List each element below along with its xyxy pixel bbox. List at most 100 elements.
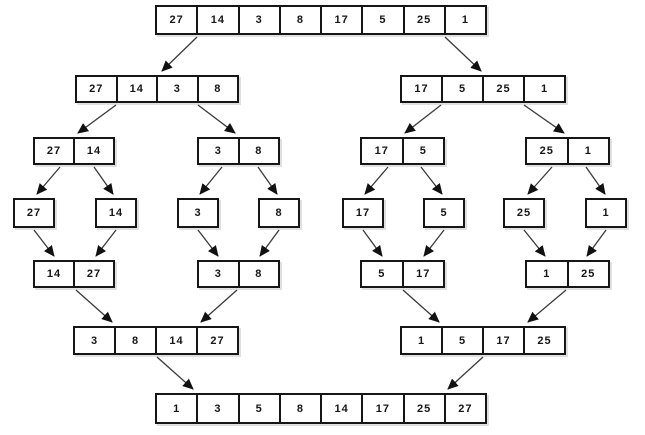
array-cell: 1 — [602, 207, 610, 219]
array-cell: 27 — [46, 145, 62, 157]
merge-arrow — [523, 229, 546, 257]
array-cell: 3 — [156, 77, 197, 101]
array-cell: 27 — [26, 207, 42, 219]
array-cell: 27 — [73, 262, 113, 286]
array-cell: 14 — [155, 328, 196, 353]
merge-arrow — [447, 356, 484, 390]
array-cell: 1 — [543, 268, 551, 280]
array-cell: 25 — [402, 7, 444, 33]
merge-arrow — [362, 229, 383, 257]
array-merged-pair-3: 5 17 — [360, 260, 445, 288]
split-arrow — [36, 166, 61, 195]
array-cell: 8 — [237, 139, 279, 163]
array-sorted: 1 3 5 8 14 17 25 27 — [155, 393, 487, 424]
merge-arrow — [200, 289, 238, 323]
array-merged-pair-2: 3 8 — [197, 260, 280, 288]
split-arrow — [257, 166, 278, 195]
merge-arrow — [33, 229, 55, 257]
array-cell: 25 — [516, 207, 532, 219]
array-single-1: 27 — [13, 198, 55, 228]
array-split-pair-2: 3 8 — [197, 137, 280, 165]
merge-arrow — [156, 356, 194, 390]
array-cell: 14 — [108, 207, 124, 219]
array-split-pair-4: 25 1 — [525, 137, 610, 165]
split-arrow — [527, 166, 553, 195]
array-cell: 27 — [89, 83, 104, 95]
merge-arrow — [423, 229, 445, 257]
array-split-right-half: 17 5 25 1 — [400, 75, 566, 103]
array-split-pair-3: 17 5 — [360, 137, 445, 165]
array-cell: 8 — [275, 207, 283, 219]
merge-arrow — [197, 229, 219, 257]
array-single-8: 1 — [585, 198, 627, 228]
array-cell: 1 — [566, 139, 609, 163]
array-single-3: 3 — [177, 198, 219, 228]
array-cell: 5 — [361, 7, 402, 33]
split-arrow — [77, 104, 117, 134]
merge-arrow — [586, 229, 607, 257]
array-cell: 1 — [417, 334, 426, 347]
array-merged-left-half: 3 8 14 27 — [73, 326, 239, 355]
split-arrow — [444, 36, 482, 72]
array-cell: 3 — [214, 145, 222, 157]
merge-arrow — [95, 229, 117, 257]
array-single-2: 14 — [95, 198, 137, 228]
array-cell: 1 — [523, 77, 564, 101]
array-cell: 25 — [566, 262, 609, 286]
array-cell: 14 — [115, 77, 157, 101]
array-split-pair-1: 27 14 — [33, 137, 115, 165]
array-cell: 25 — [482, 77, 523, 101]
array-cell: 14 — [73, 139, 113, 163]
split-arrow — [199, 166, 223, 195]
array-cell: 14 — [196, 7, 237, 33]
merge-arrow — [402, 289, 440, 323]
array-unsorted: 27 14 3 8 17 5 25 1 — [155, 5, 487, 35]
split-arrow — [197, 104, 236, 134]
array-cell: 5 — [441, 328, 482, 353]
split-arrow — [585, 166, 606, 195]
array-cell: 8 — [114, 328, 155, 353]
array-cell: 17 — [320, 7, 361, 33]
split-arrow — [420, 166, 443, 195]
array-cell: 3 — [214, 268, 222, 280]
merge-arrow — [259, 229, 280, 257]
array-cell: 3 — [90, 334, 99, 347]
split-arrow — [93, 166, 114, 195]
array-cell: 5 — [441, 77, 482, 101]
array-cell: 17 — [401, 262, 444, 286]
array-cell: 1 — [443, 7, 485, 33]
merge-arrow — [527, 289, 567, 323]
array-cell: 17 — [414, 83, 429, 95]
array-cell: 5 — [401, 139, 444, 163]
array-cell: 14 — [320, 395, 361, 422]
array-cell: 17 — [482, 328, 523, 353]
array-cell: 5 — [440, 207, 448, 219]
array-cell: 27 — [169, 14, 184, 26]
array-merged-pair-1: 14 27 — [33, 260, 115, 288]
array-cell: 25 — [523, 328, 564, 353]
split-arrow — [523, 104, 565, 134]
array-cell: 14 — [46, 268, 62, 280]
array-cell: 8 — [278, 7, 320, 33]
array-cell: 8 — [237, 262, 279, 286]
array-cell: 17 — [361, 395, 402, 422]
array-cell: 17 — [355, 207, 371, 219]
array-cell: 17 — [374, 145, 389, 157]
split-arrow — [404, 104, 442, 134]
split-arrow — [364, 166, 389, 195]
array-merged-right-half: 1 5 17 25 — [400, 326, 566, 355]
array-single-5: 17 — [342, 198, 384, 228]
array-cell: 27 — [443, 395, 485, 422]
array-cell: 25 — [402, 395, 444, 422]
array-cell: 3 — [237, 7, 279, 33]
array-cell: 5 — [237, 395, 279, 422]
array-cell: 8 — [196, 77, 238, 101]
array-cell: 27 — [196, 328, 237, 353]
array-split-left-half: 27 14 3 8 — [75, 75, 239, 103]
array-cell: 5 — [378, 268, 386, 280]
array-cell: 25 — [539, 145, 554, 157]
array-single-6: 5 — [423, 198, 465, 228]
array-cell: 3 — [194, 207, 202, 219]
